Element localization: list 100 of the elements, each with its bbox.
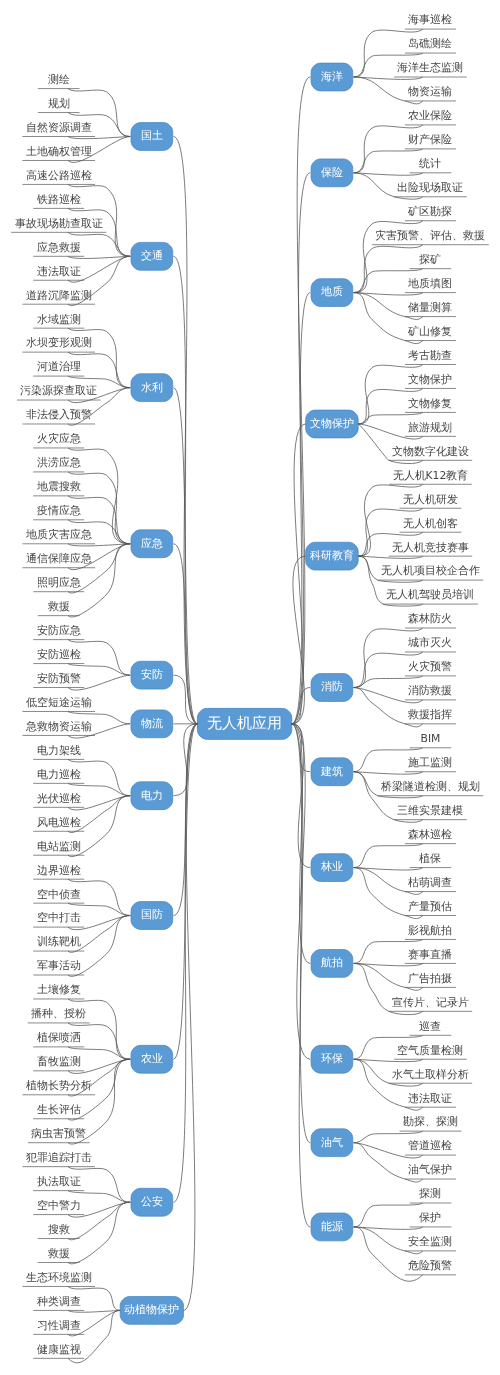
node-text: 风电巡检: [36, 815, 81, 829]
node-text: 植物长势分析: [25, 1079, 92, 1093]
node-text: 巡查: [419, 1019, 442, 1033]
node-text: 种类调查: [36, 1294, 81, 1308]
node-text: 统计: [419, 157, 442, 171]
connector: [67, 184, 131, 257]
node-text: 习性调查: [36, 1318, 81, 1332]
connector: [67, 1046, 131, 1060]
node-text: 空中打击: [36, 911, 81, 925]
node-text: 灾害预警、评估、救援: [375, 229, 486, 243]
connector: [353, 939, 424, 964]
connector: [67, 723, 131, 739]
node-text: 地震搜救: [36, 480, 81, 494]
node-text: 病虫害预警: [31, 1127, 87, 1141]
node-box: 动植物保护: [119, 1296, 184, 1325]
node-text: 电站监测: [36, 839, 81, 853]
connector: [173, 136, 198, 725]
connector: [357, 507, 424, 557]
node-text: 城市灭火: [408, 636, 453, 650]
node-text: 应急救援: [36, 240, 81, 254]
connector: [353, 292, 424, 344]
connector: [173, 723, 198, 797]
node-box: 环保: [310, 1044, 354, 1074]
node-text: 森林巡检: [408, 827, 453, 841]
node-text: 勘探、探测: [402, 1115, 458, 1129]
node-box: 物流: [130, 709, 174, 739]
node-text: 照明应急: [36, 576, 81, 590]
node-text: 测绘: [47, 72, 70, 86]
connector: [67, 1166, 131, 1203]
connector: [291, 687, 311, 725]
node-text: 安防预警: [36, 671, 81, 685]
node-text: 地质填图: [408, 276, 453, 290]
node-text: 产量预估: [408, 899, 453, 913]
node-text: 低空短途运输: [25, 695, 92, 709]
node-text: 宣传片、记录片: [391, 995, 469, 1009]
node-text: 通信保障应急: [25, 552, 92, 566]
node-text: 土壤修复: [36, 983, 81, 997]
node-text: 光伏巡检: [36, 791, 81, 805]
node-text: 无人机K12教育: [392, 468, 469, 482]
node-text: 矿山修复: [408, 324, 453, 338]
connector: [357, 388, 424, 425]
connector: [357, 555, 424, 607]
node-text: 物资运输: [408, 85, 453, 99]
connector: [353, 268, 424, 293]
node-text: 探矿: [419, 253, 442, 267]
connector: [353, 843, 424, 868]
connector: [291, 292, 311, 725]
node-text: 广告拍摄: [408, 971, 453, 985]
connector: [173, 723, 198, 1203]
node-box: 消防: [310, 673, 354, 702]
node-text: 疫情应急: [36, 504, 81, 518]
node-text: 财产保险: [408, 133, 453, 147]
connector: [173, 543, 198, 725]
connector: [67, 387, 131, 426]
node-text: 考古勘查: [408, 348, 453, 362]
node-text: 电力巡检: [36, 767, 81, 781]
connector: [67, 231, 131, 257]
connector: [353, 687, 424, 728]
node-text: 自然资源调查: [25, 120, 92, 134]
node-text: 火灾应急: [36, 432, 81, 446]
node-text: 训练靶机: [36, 935, 81, 949]
node-text: 事故现场勘查取证: [14, 216, 103, 230]
connector: [173, 723, 198, 916]
connector: [67, 915, 131, 977]
connector: [67, 795, 131, 857]
node-text: 道路沉降监测: [25, 288, 92, 302]
node-box: 水利: [130, 373, 174, 402]
node-text: 空中警力: [36, 1198, 81, 1212]
node-text: 岛礁测绘: [408, 37, 453, 51]
connector: [67, 136, 131, 163]
connector: [353, 1142, 424, 1183]
node-text: 河道治理: [36, 360, 81, 374]
node-text: 枯萌调查: [408, 875, 453, 889]
connector: [173, 723, 198, 1060]
connector: [67, 208, 131, 257]
connector: [291, 723, 311, 868]
node-text: 油气保护: [408, 1163, 453, 1177]
connector: [353, 220, 424, 293]
node-text: 施工监测: [408, 756, 453, 770]
node-text: 犯罪追踪打击: [25, 1151, 92, 1165]
node-text: 搜救: [47, 1222, 70, 1236]
node-text: 洪涝应急: [36, 456, 81, 470]
node-text: 无人机项目校企合作: [380, 564, 480, 578]
connector: [353, 76, 424, 105]
node-text: 违法取证: [36, 264, 81, 278]
connector: [291, 723, 311, 1228]
node-text: 火灾预警: [408, 660, 453, 674]
node-text: 无人机驾驶员培训: [386, 588, 475, 602]
connector: [67, 543, 131, 618]
node-text: 规划: [47, 96, 70, 110]
connector: [353, 172, 424, 200]
node-text: 森林防火: [408, 612, 453, 626]
node-text: 铁路巡检: [36, 192, 81, 206]
node-text: 电力架线: [36, 743, 81, 757]
connector: [353, 627, 424, 688]
node-text: 急救物资运输: [25, 719, 92, 733]
node-text: 土地确权管理: [25, 144, 92, 158]
node-text: 文物数字化建设: [391, 444, 469, 458]
node-text: 文物修复: [408, 396, 453, 410]
connector: [291, 423, 307, 725]
